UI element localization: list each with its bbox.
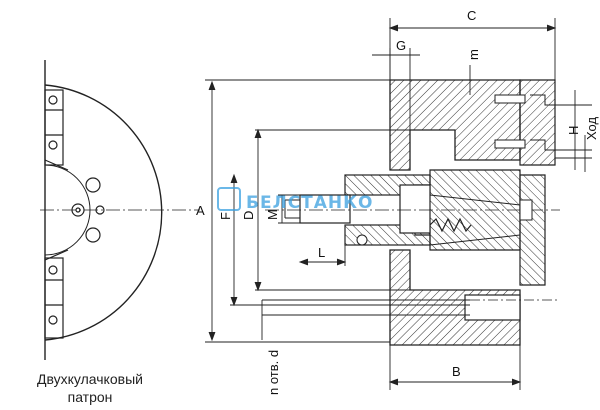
caption-line-2: патрон — [67, 389, 113, 405]
dim-label-g: G — [396, 38, 406, 53]
caption-line-1: Двухкулачковый — [37, 371, 143, 387]
dim-label-h: H — [566, 126, 581, 135]
watermark-text: БЕЛСТАНКО — [246, 193, 374, 213]
chuck-front-view — [40, 60, 200, 360]
dim-label-l: L — [318, 245, 325, 260]
chuck-section-view — [265, 79, 560, 346]
dim-label-holes: n отв. d — [266, 350, 281, 395]
chuck-caption: Двухкулачковый патрон — [0, 370, 180, 406]
watermark-logo: БЕЛСТАНКО — [217, 187, 374, 213]
dim-label-f: F — [218, 212, 233, 220]
dim-label-b: B — [452, 364, 461, 379]
dim-label-stroke: Ход — [584, 117, 599, 140]
dim-label-m-small: m — [466, 49, 481, 60]
dim-label-a: A — [196, 203, 205, 218]
dim-label-d: D — [241, 211, 256, 220]
dimension-lines — [205, 18, 592, 390]
dimension-labels: A F D M L n отв. d C G m B H Ход — [196, 8, 599, 395]
dim-label-c: C — [467, 8, 476, 23]
dim-label-m: M — [265, 209, 280, 220]
